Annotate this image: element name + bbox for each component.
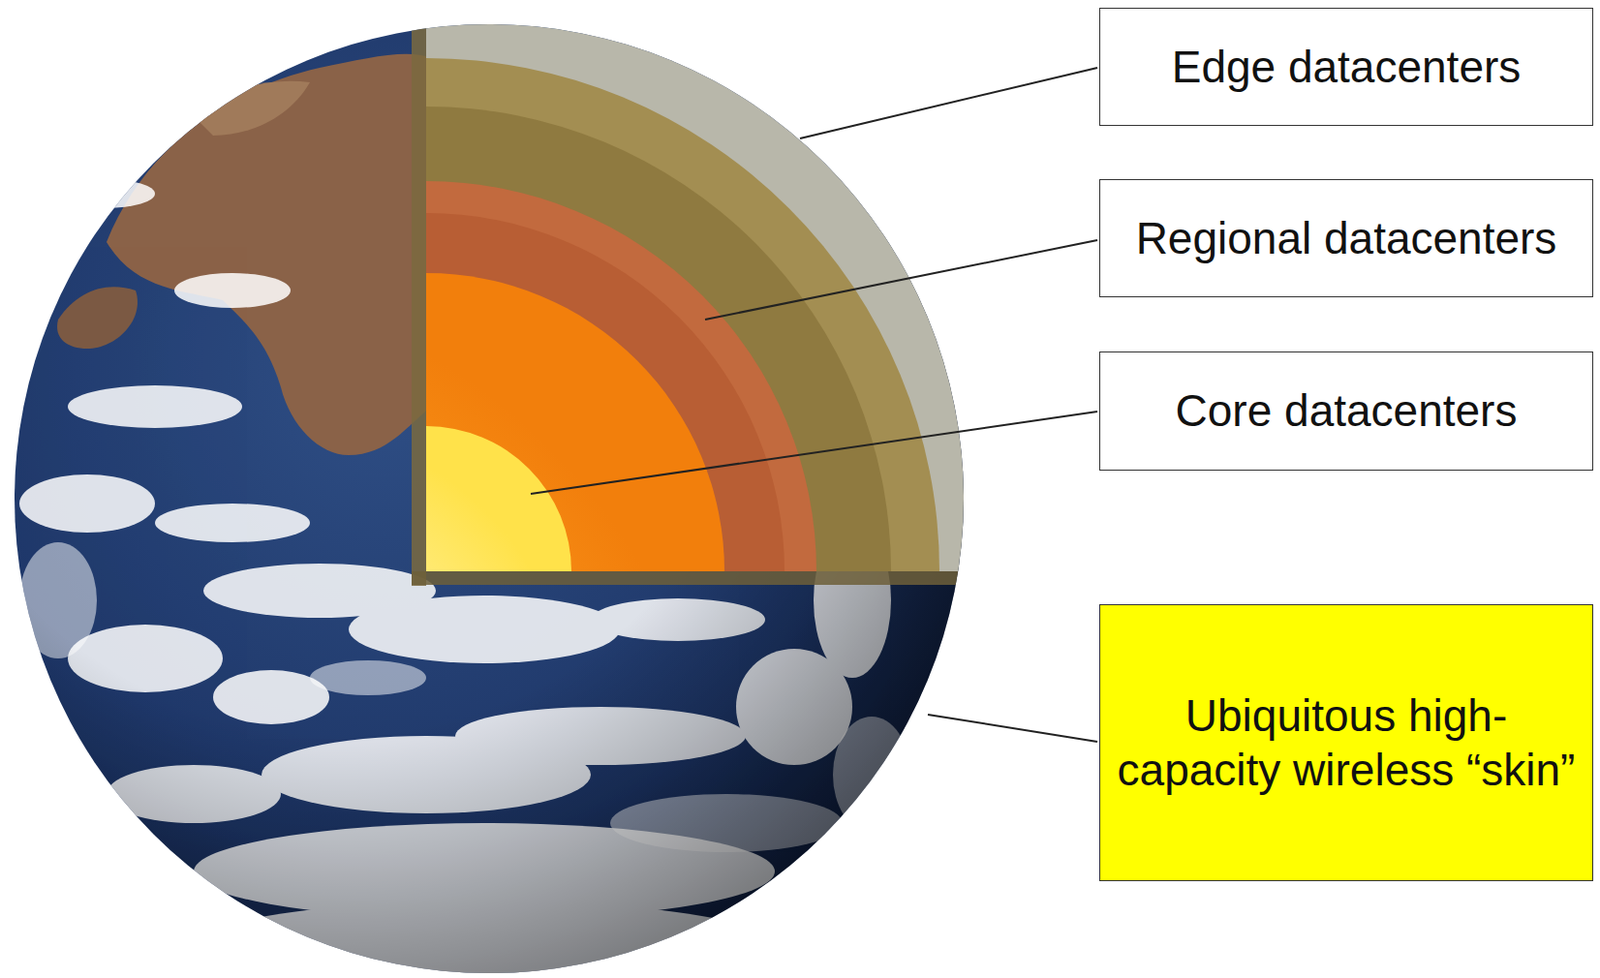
box-label: Edge datacenters: [1171, 39, 1522, 94]
label-box: Edge datacenters: [1099, 7, 1594, 126]
label-box: Regional datacenters: [1099, 179, 1594, 298]
box-label: Regional datacenters: [1136, 211, 1558, 266]
box-label: Core datacenters: [1175, 383, 1518, 438]
globe: [0, 0, 1027, 978]
box-label: Ubiquitous high-capacity wireless “skin”: [1113, 688, 1579, 798]
leader-lines: [530, 67, 1098, 742]
label-box: Core datacenters: [1099, 351, 1594, 471]
highlight-box: Ubiquitous high-capacity wireless “skin”: [1099, 604, 1594, 882]
